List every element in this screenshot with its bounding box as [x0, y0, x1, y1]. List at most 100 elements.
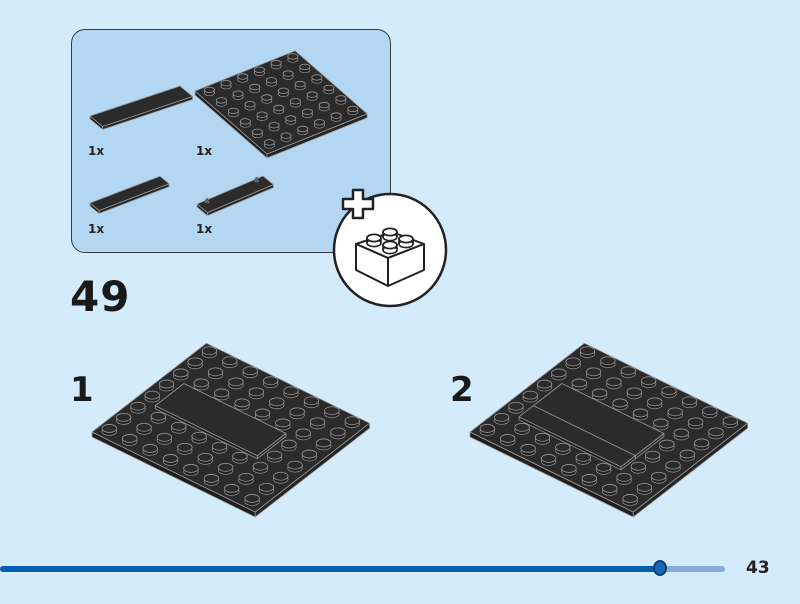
stud: [659, 439, 675, 449]
stud: [130, 401, 146, 411]
stud: [330, 112, 342, 119]
brick-icon-side: [387, 243, 425, 287]
stud: [191, 431, 207, 441]
stud: [232, 90, 244, 97]
stud: [318, 101, 330, 109]
stud: [203, 474, 220, 483]
stud: [285, 115, 297, 122]
stud: [579, 346, 596, 356]
stud: [217, 462, 234, 472]
stud: [197, 452, 213, 462]
part-quantity: 1x: [88, 144, 105, 158]
stud: [540, 454, 557, 463]
stud: [252, 461, 269, 471]
stud: [702, 406, 718, 416]
stud: [479, 424, 496, 433]
stud: [299, 63, 311, 71]
stud: [277, 87, 289, 95]
stud: [681, 396, 698, 406]
stud: [651, 471, 667, 481]
stud: [237, 73, 249, 80]
step-number: 49: [70, 272, 131, 321]
stud: [254, 176, 259, 180]
stud: [309, 417, 326, 427]
stud: [315, 438, 332, 448]
stud-side: [255, 178, 259, 182]
stud: [335, 95, 347, 102]
stud: [144, 390, 160, 400]
stud: [600, 356, 616, 366]
parts-callout-box: [71, 29, 391, 253]
stud: [282, 70, 294, 77]
stud: [297, 125, 309, 133]
stud: [673, 428, 689, 438]
stud: [266, 450, 283, 460]
part-plate-6x6: [194, 50, 368, 159]
substep-label: 1: [70, 370, 94, 410]
stud: [248, 387, 265, 397]
part-tile-1x4: [89, 175, 170, 214]
stud: [514, 422, 530, 432]
stud: [258, 482, 275, 492]
stud: [249, 83, 261, 91]
part-tile-2x4: [89, 85, 194, 130]
stud: [207, 367, 224, 377]
stud: [620, 366, 636, 376]
assembly-tile-1x4: [518, 405, 636, 471]
stud: [254, 408, 271, 418]
stud: [687, 417, 704, 427]
progress-fill: [0, 566, 660, 572]
stud: [500, 434, 516, 443]
stud: [536, 379, 553, 389]
stud-base: [205, 200, 210, 204]
stud: [270, 59, 282, 67]
stud: [287, 53, 299, 60]
stud: [262, 376, 279, 386]
stud: [122, 434, 138, 443]
stud: [238, 472, 254, 482]
stud: [595, 462, 612, 472]
progress-bar: [0, 566, 725, 572]
stud: [612, 398, 628, 408]
stud: [632, 408, 649, 418]
stud: [591, 388, 608, 398]
stud: [679, 449, 696, 459]
stud: [647, 397, 663, 407]
stud: [581, 474, 598, 483]
stud: [665, 460, 681, 470]
stud: [275, 418, 291, 428]
stud-icon: [382, 227, 398, 237]
stud: [263, 139, 275, 146]
brick-top: [89, 85, 194, 127]
stud: [232, 451, 248, 461]
stud: [253, 66, 265, 74]
stud: [508, 401, 524, 411]
stud: [187, 357, 203, 367]
stud: [561, 464, 577, 473]
stud: [585, 367, 602, 377]
stud: [571, 378, 587, 388]
stud: [289, 98, 301, 105]
brick-top: [89, 175, 170, 211]
progress-knob: [652, 560, 667, 576]
new-parts-badge: [332, 188, 448, 308]
stud: [287, 460, 303, 470]
stud: [289, 407, 305, 417]
stud: [269, 397, 285, 407]
stud: [636, 482, 653, 492]
stud: [644, 450, 661, 460]
stud: [224, 484, 240, 493]
stud: [220, 79, 232, 87]
stud: [215, 97, 227, 104]
stud: [177, 442, 193, 452]
stud: [244, 100, 256, 108]
stud: [193, 378, 209, 388]
stud: [661, 386, 677, 396]
stud: [323, 84, 335, 92]
stud: [301, 108, 313, 116]
stud: [551, 368, 567, 378]
stud: [522, 390, 538, 400]
stud: [281, 439, 297, 449]
stud: [265, 77, 277, 84]
stud: [268, 121, 280, 129]
